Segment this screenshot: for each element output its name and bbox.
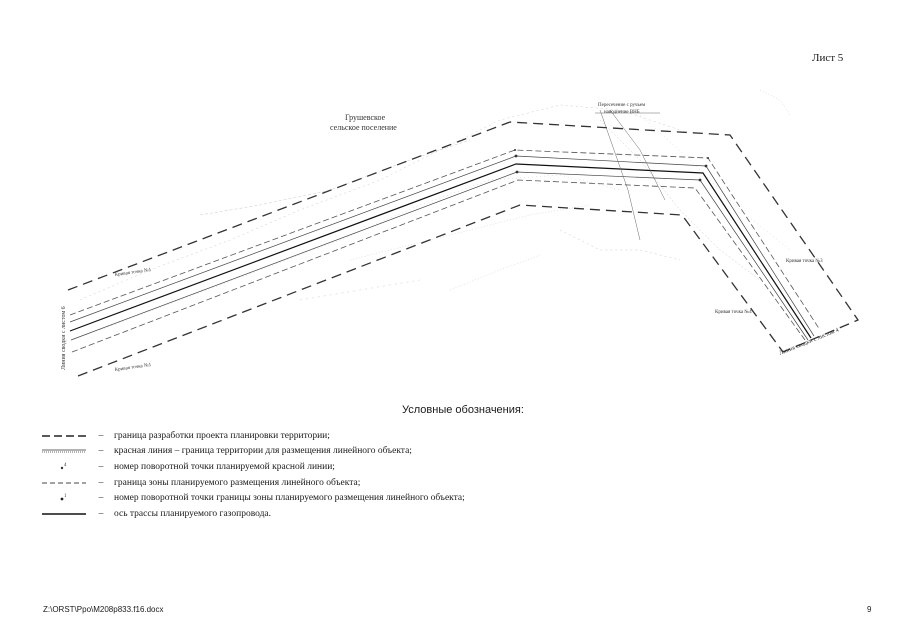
- red-line: [69, 155, 815, 341]
- sheet-label: Лист 5: [812, 52, 844, 64]
- crossing-label-line1: Пересечение с ручьем: [598, 103, 646, 108]
- zone-boundary: [69, 149, 821, 353]
- legend-row: – граница зоны планируемого размещения л…: [40, 475, 600, 491]
- legend-row: 4 – номер поворотной точки планируемой к…: [40, 459, 600, 475]
- legend-text: ось трассы планируемого газопровода.: [114, 508, 272, 519]
- legend-dash: –: [98, 461, 104, 472]
- settlement-label-line1: Грушевское: [345, 113, 386, 122]
- legend-text: граница зоны планируемого размещения лин…: [114, 477, 361, 488]
- development-boundary: [67, 121, 859, 377]
- legend-text: граница разработки проекта планировки те…: [114, 430, 330, 441]
- legend-text: номер поворотной точки границы зоны план…: [114, 493, 465, 504]
- legend-row: – граница разработки проекта планировки …: [40, 428, 600, 444]
- legend-row: – ось трассы планируемого газопровода.: [40, 506, 600, 522]
- svg-text:4: 4: [64, 463, 67, 468]
- stream-crossing: [595, 109, 666, 241]
- page-number: 9: [867, 605, 872, 614]
- zone-point-symbol: 1: [40, 492, 88, 504]
- legend-dash: –: [98, 446, 104, 457]
- legend-dash: –: [98, 508, 104, 519]
- legend: – граница разработки проекта планировки …: [40, 428, 600, 522]
- legend-row: – красная линия – граница территории для…: [40, 444, 600, 460]
- legend-text: номер поворотной точки планируемой красн…: [114, 461, 335, 472]
- legend-row: 1 – номер поворотной точки границы зоны …: [40, 490, 600, 506]
- gas-pipeline-axis: [69, 163, 812, 339]
- long-dash-line-symbol: [40, 430, 88, 442]
- zone-label-3: Кривая точка №3: [786, 258, 823, 264]
- zone-label-4: Кривая точка №4: [715, 309, 752, 315]
- crossing-label-line2: наводнение ВНБ: [604, 110, 640, 115]
- svg-text:1: 1: [64, 494, 67, 499]
- planning-map: Грушевское сельское поселение Пересечени…: [61, 89, 859, 377]
- match-line-right-label: Линия сводки с листом 4: [779, 327, 840, 356]
- file-path: Z:\ORST\Ppo\M208p833.f16.docx: [43, 605, 164, 614]
- red-line-point-symbol: 4: [40, 461, 88, 473]
- match-line-left-label: Линия сводки с листом 6: [61, 306, 67, 370]
- legend-text: красная линия – граница территории для р…: [114, 446, 412, 457]
- legend-dash: –: [98, 430, 104, 441]
- legend-dash: –: [98, 477, 104, 488]
- pipeline-axis-symbol: [40, 508, 88, 520]
- zone-label-2: Кривая точка №1: [114, 362, 152, 373]
- terrain-background: [79, 89, 791, 331]
- legend-title: Условные обозначения:: [402, 404, 524, 416]
- turning-points: [514, 149, 709, 182]
- zone-label-1: Кривая точка №1: [114, 267, 152, 278]
- zone-boundary-symbol: [40, 477, 88, 489]
- red-line-symbol: [40, 445, 88, 457]
- settlement-label-line2: сельское поселение: [330, 123, 397, 132]
- legend-dash: –: [98, 493, 104, 504]
